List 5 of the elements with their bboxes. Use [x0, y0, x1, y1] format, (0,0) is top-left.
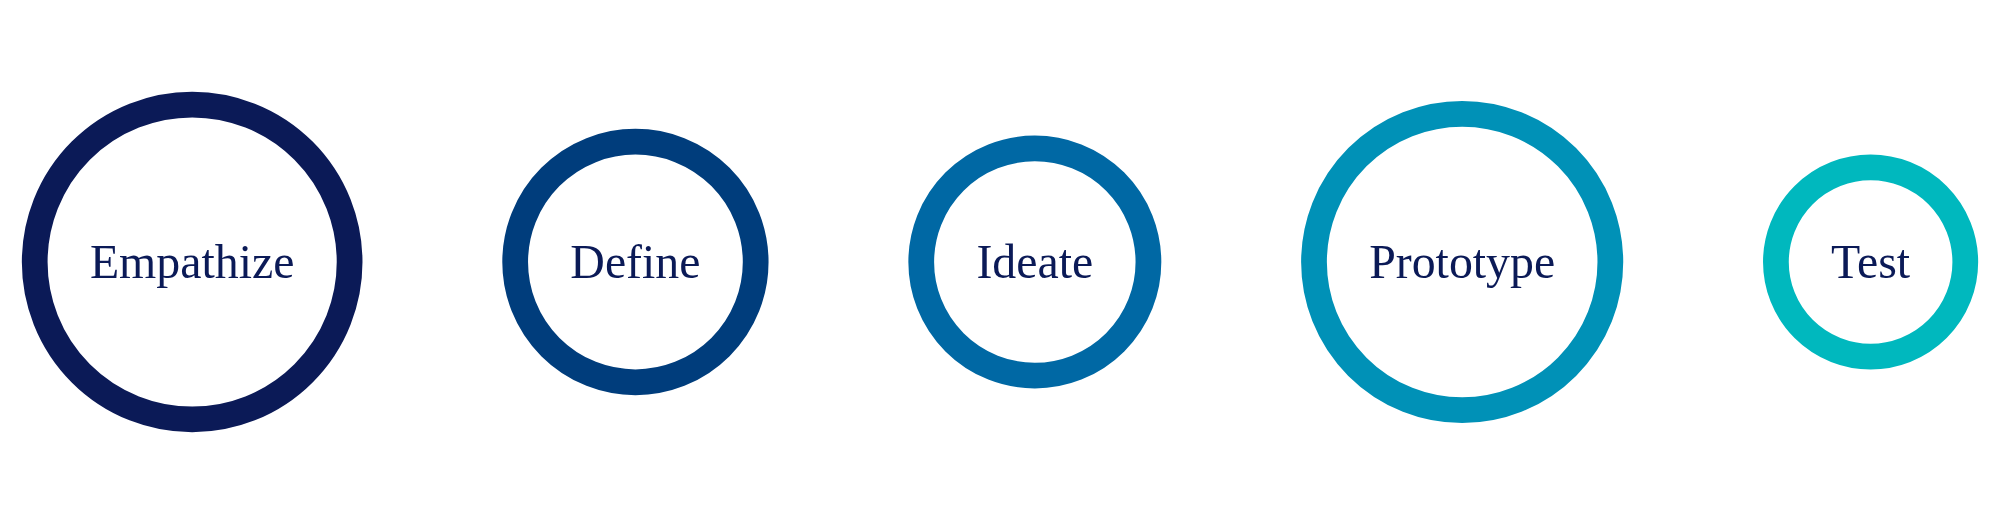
node-circle: Define [501, 128, 769, 395]
node-circle: Empathize [21, 91, 362, 432]
node-circle: Test [1762, 153, 1978, 370]
node-circle: Ideate [907, 135, 1161, 388]
node-circle: Prototype [1300, 100, 1623, 423]
